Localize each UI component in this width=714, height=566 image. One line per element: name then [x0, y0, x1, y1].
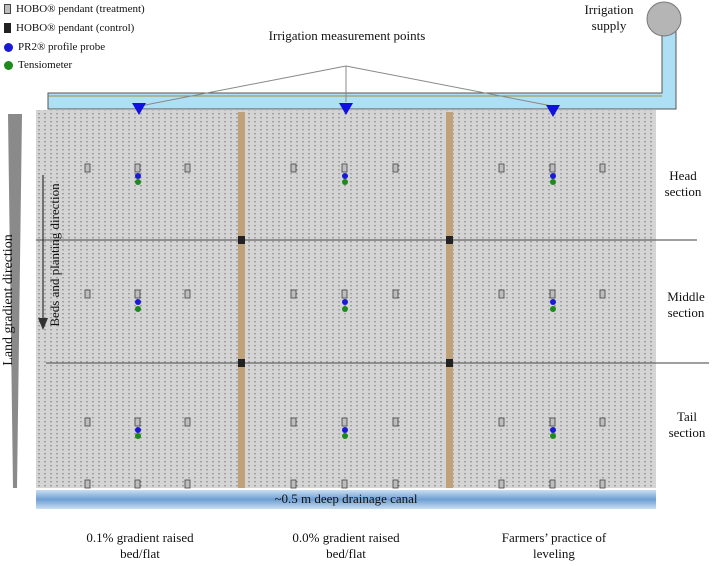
treatment-label-2: 0.0% gradient raised bed/flat	[292, 530, 400, 561]
plot-bund-2	[446, 112, 453, 488]
legend-treatment-label: HOBO® pendant (treatment)	[16, 3, 145, 15]
control-pendants	[238, 236, 453, 367]
plot-bund-1	[238, 112, 245, 488]
tensiometer-icon	[4, 60, 13, 70]
drainage-canal-label: ~0.5 m deep drainage canal	[274, 491, 417, 506]
legend-control-label: HOBO® pendant (control)	[16, 22, 135, 34]
measurement-arrow-1	[132, 103, 146, 115]
measurement-points-label: Irrigation measurement points	[268, 28, 426, 43]
treatment-pendant-icon	[4, 4, 11, 14]
pr2-probe-icon	[4, 42, 13, 52]
measurement-callout-lines	[139, 65, 553, 107]
legend-pr2: PR2® profile probe	[4, 41, 105, 53]
legend-tensiometer-label: Tensiometer	[18, 59, 73, 71]
treatment-pendants	[84, 163, 606, 489]
legend-treatment: HOBO® pendant (treatment)	[4, 3, 145, 15]
irrigation-supply-icon	[646, 1, 682, 37]
drainage-canal	[36, 490, 656, 509]
land-gradient-wedge	[8, 114, 22, 488]
measurement-point-arrows	[132, 103, 560, 117]
control-pendant-icon	[4, 23, 11, 33]
section-label-middle: Middle section	[667, 289, 705, 320]
measurement-arrow-3	[546, 105, 560, 117]
section-label-tail: Tail section	[668, 409, 706, 440]
treatment-label-1: 0.1% gradient raised bed/flat	[86, 530, 194, 561]
tensiometers	[135, 179, 556, 439]
irrigation-supply-label: Irrigation supply	[584, 2, 634, 33]
measurement-arrow-2	[339, 103, 353, 115]
beds-direction-label: Beds and planting direction	[47, 183, 62, 327]
legend-tensiometer: Tensiometer	[4, 59, 72, 71]
land-gradient-label: Land gradient direction	[1, 234, 16, 365]
legend-control: HOBO® pendant (control)	[4, 22, 134, 34]
treatment-label-3: Farmers’ practice of leveling	[501, 530, 607, 561]
section-label-head: Head section	[664, 168, 702, 199]
legend-pr2-label: PR2® profile probe	[18, 41, 106, 53]
beds-direction-arrowhead	[38, 318, 48, 330]
pr2-probes	[135, 173, 556, 433]
